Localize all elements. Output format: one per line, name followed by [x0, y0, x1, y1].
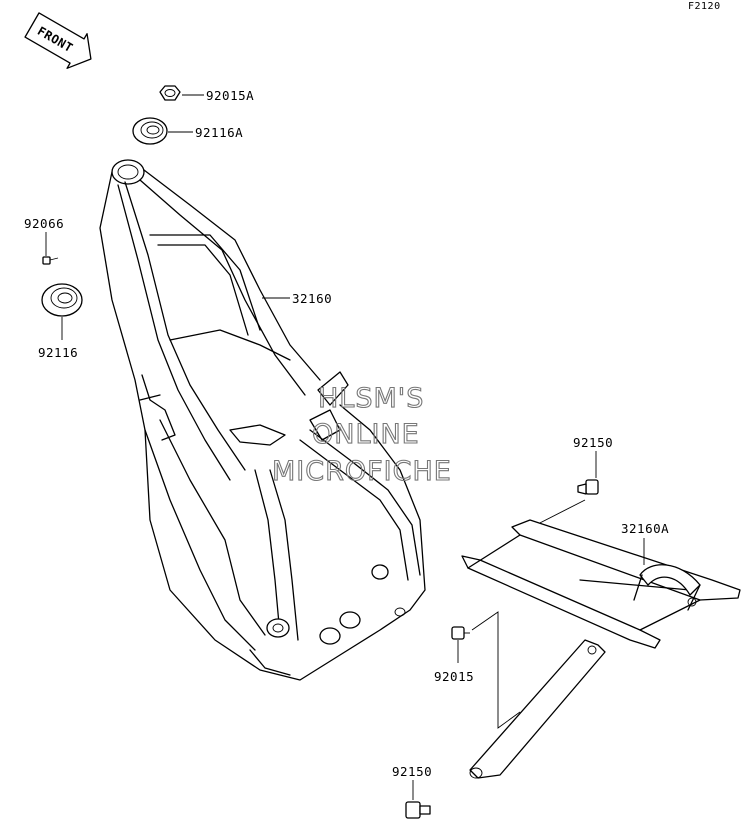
part-label-92116A: 92116A	[195, 125, 243, 140]
bearing-icon	[132, 117, 168, 145]
watermark-line2: ONLINE	[312, 419, 420, 450]
part-label-92150-upper: 92150	[573, 435, 613, 450]
part-label-92116: 92116	[38, 345, 78, 360]
bolt-icon	[405, 801, 431, 819]
subframe-drawing	[461, 519, 741, 779]
part-label-32160: 32160	[292, 291, 332, 306]
part-label-92015A: 92015A	[206, 88, 254, 103]
leader-bracket	[471, 611, 521, 729]
watermark: HLSM'S ONLINE MICROFICHE	[271, 382, 452, 487]
front-direction-arrow-icon: FRONT	[24, 12, 92, 69]
bearing-icon	[41, 283, 83, 317]
part-label-92066: 92066	[24, 216, 64, 231]
nut-icon	[159, 85, 181, 101]
part-label-32160A: 32160A	[621, 521, 669, 536]
bolt-icon	[577, 479, 599, 495]
watermark-line3: MICROFICHE	[272, 456, 452, 487]
screw-icon	[42, 256, 59, 265]
page-code: F2120	[688, 1, 721, 12]
watermark-line1: HLSM'S	[318, 383, 424, 414]
main-frame-drawing	[99, 159, 426, 681]
bolt-icon	[451, 626, 470, 640]
part-label-92015: 92015	[434, 669, 474, 684]
part-label-92150-lower: 92150	[392, 764, 432, 779]
